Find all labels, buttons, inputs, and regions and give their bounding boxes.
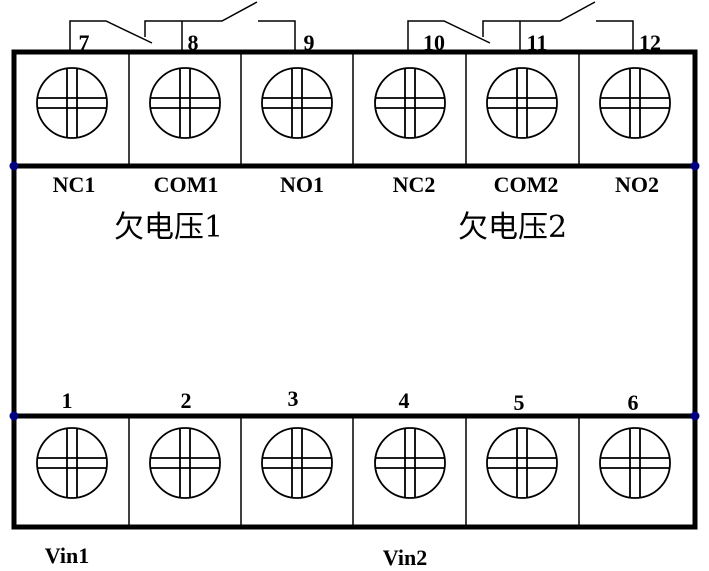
label-no1: NO1	[280, 172, 324, 197]
relay-nc-contact-icon	[407, 20, 491, 52]
relay-no-contact-icon	[596, 20, 634, 52]
junction-node-icon	[690, 411, 700, 421]
screw-terminal-icon	[599, 67, 671, 139]
label-com1: COM1	[153, 172, 219, 197]
screw-terminal-icon	[599, 427, 671, 499]
terminal-number-7: 7	[78, 30, 90, 55]
label-nc1: NC1	[52, 172, 96, 197]
screw-terminal-icon	[261, 427, 333, 499]
screw-terminal-icon	[374, 427, 446, 499]
terminal-number-5: 5	[513, 390, 525, 415]
label-vin2: Vin2	[382, 545, 428, 570]
screw-terminal-icon	[149, 427, 221, 499]
housing-outline	[11, 49, 698, 530]
terminal-number-6: 6	[627, 390, 639, 415]
terminal-number-3: 3	[287, 386, 299, 411]
junction-node-icon	[9, 411, 19, 421]
label-vin1: Vin1	[44, 543, 90, 568]
terminal-number-4: 4	[398, 388, 410, 413]
relay-nc-contact-icon	[69, 20, 153, 52]
label-nc2: NC2	[392, 172, 436, 197]
terminal-number-10: 10	[423, 30, 445, 55]
terminal-number-12: 12	[639, 30, 661, 55]
screw-terminal-icon	[36, 427, 108, 499]
screw-terminal-icon	[486, 427, 558, 499]
terminal-number-8: 8	[187, 30, 199, 55]
screw-terminal-icon	[149, 67, 221, 139]
screw-terminal-icon	[36, 67, 108, 139]
relay-com-switch-icon	[482, 1, 596, 52]
screw-terminal-icon	[374, 67, 446, 139]
terminal-number-9: 9	[303, 30, 315, 55]
junction-node-icon	[9, 161, 19, 171]
terminal-number-11: 11	[526, 30, 548, 55]
terminal-number-1: 1	[61, 388, 73, 413]
junction-node-icon	[690, 161, 700, 171]
screw-terminal-icon	[486, 67, 558, 139]
relay-com-switch-icon	[144, 1, 258, 52]
screw-terminal-icon	[261, 67, 333, 139]
relay-no-contact-icon	[258, 20, 296, 52]
label-com2: COM2	[493, 172, 559, 197]
label-no2: NO2	[615, 172, 659, 197]
group-title-undervoltage-1: 欠电压1	[114, 210, 224, 245]
group-title-undervoltage-2: 欠电压2	[458, 210, 568, 245]
terminal-number-2: 2	[180, 388, 192, 413]
